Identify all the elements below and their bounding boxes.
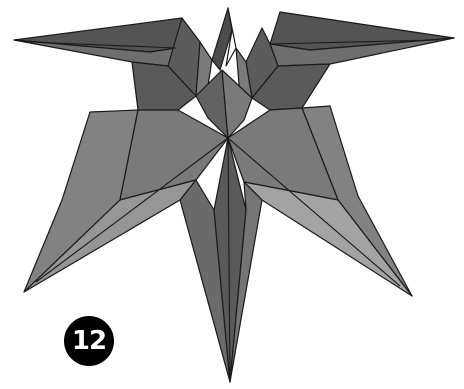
step-number-badge: 12 — [64, 316, 114, 366]
step-number-label: 12 — [72, 326, 106, 356]
right-arm-lower — [244, 182, 412, 296]
